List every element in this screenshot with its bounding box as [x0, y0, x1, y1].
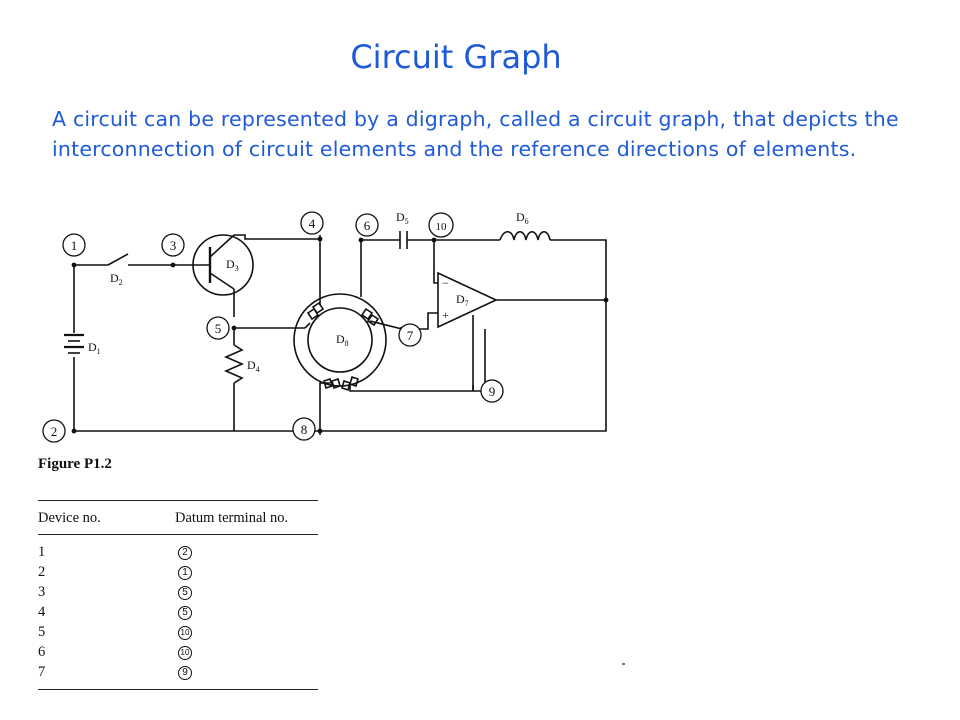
datum-terminal: 5	[178, 606, 192, 620]
node-6-marker	[355, 213, 379, 237]
node-4-marker	[300, 211, 324, 235]
node-10-marker	[428, 212, 454, 238]
node-10-label: 10	[436, 221, 448, 233]
device-d3-label: D3	[226, 257, 239, 273]
node-4-label: 4	[309, 216, 316, 231]
table-row: 1 2	[38, 544, 318, 564]
table-row: 3 5	[38, 584, 318, 604]
node-5-marker	[206, 316, 230, 340]
device-d8-label: D8	[336, 332, 349, 348]
node-2-marker	[42, 419, 66, 443]
node-7-label: 7	[407, 328, 414, 343]
device-d6-label: D6	[516, 210, 529, 226]
node-6-label: 6	[364, 218, 371, 233]
node-7-marker	[398, 323, 422, 347]
table-header-rule	[38, 534, 318, 535]
device-number: 6	[38, 644, 46, 660]
node-3-label: 3	[170, 238, 177, 253]
device-d7-label: D7	[456, 292, 469, 308]
table-bottom-rule	[38, 689, 318, 690]
device-d4-label: D4	[247, 358, 260, 374]
device-number: 7	[38, 664, 46, 680]
table-header-device: Device no.	[38, 510, 101, 526]
node-8-label: 8	[301, 422, 308, 437]
node-1-marker	[62, 233, 86, 257]
node-9-marker	[480, 379, 504, 403]
circuit-diagram: 1 2 3 4 5 6 7 8 9 10 D1 D2 D3 D4 D5 D6 D…	[42, 210, 609, 443]
node-9-label: 9	[489, 384, 496, 399]
device-d1-label: D1	[88, 340, 101, 356]
node-2-label: 2	[51, 424, 58, 439]
table-row: 2 1	[38, 564, 318, 584]
device-number: 5	[38, 624, 46, 640]
table-row: 7 9	[38, 664, 318, 684]
datum-terminal: 10	[178, 626, 192, 640]
device-number: 1	[38, 544, 46, 560]
device-d5-label: D5	[396, 210, 409, 226]
table-row: 6 10	[38, 644, 318, 664]
table-row: 4 5	[38, 604, 318, 624]
opamp-plus-label: +	[442, 308, 449, 322]
device-d2-label: D2	[110, 271, 123, 287]
opamp-minus-label: −	[442, 276, 449, 290]
slide-title: Circuit Graph	[350, 38, 562, 76]
table-row: 5 10	[38, 624, 318, 644]
node-5-label: 5	[215, 321, 222, 336]
datum-terminal: 2	[178, 546, 192, 560]
device-number: 4	[38, 604, 46, 620]
node-3-marker	[161, 233, 185, 257]
intro-paragraph: A circuit can be represented by a digrap…	[52, 107, 899, 161]
table-header-datum: Datum terminal no.	[175, 510, 289, 526]
stray-dot	[622, 663, 625, 665]
table-top-rule	[38, 500, 318, 501]
datum-terminal: 10	[178, 646, 192, 660]
device-number: 2	[38, 564, 46, 580]
node-8-marker	[292, 417, 316, 441]
figure-caption: Figure P1.2	[38, 456, 112, 472]
datum-terminal: 1	[178, 566, 192, 580]
datum-terminal: 9	[178, 666, 192, 680]
device-number: 3	[38, 584, 46, 600]
datum-terminal: 5	[178, 586, 192, 600]
node-1-label: 1	[71, 238, 78, 253]
